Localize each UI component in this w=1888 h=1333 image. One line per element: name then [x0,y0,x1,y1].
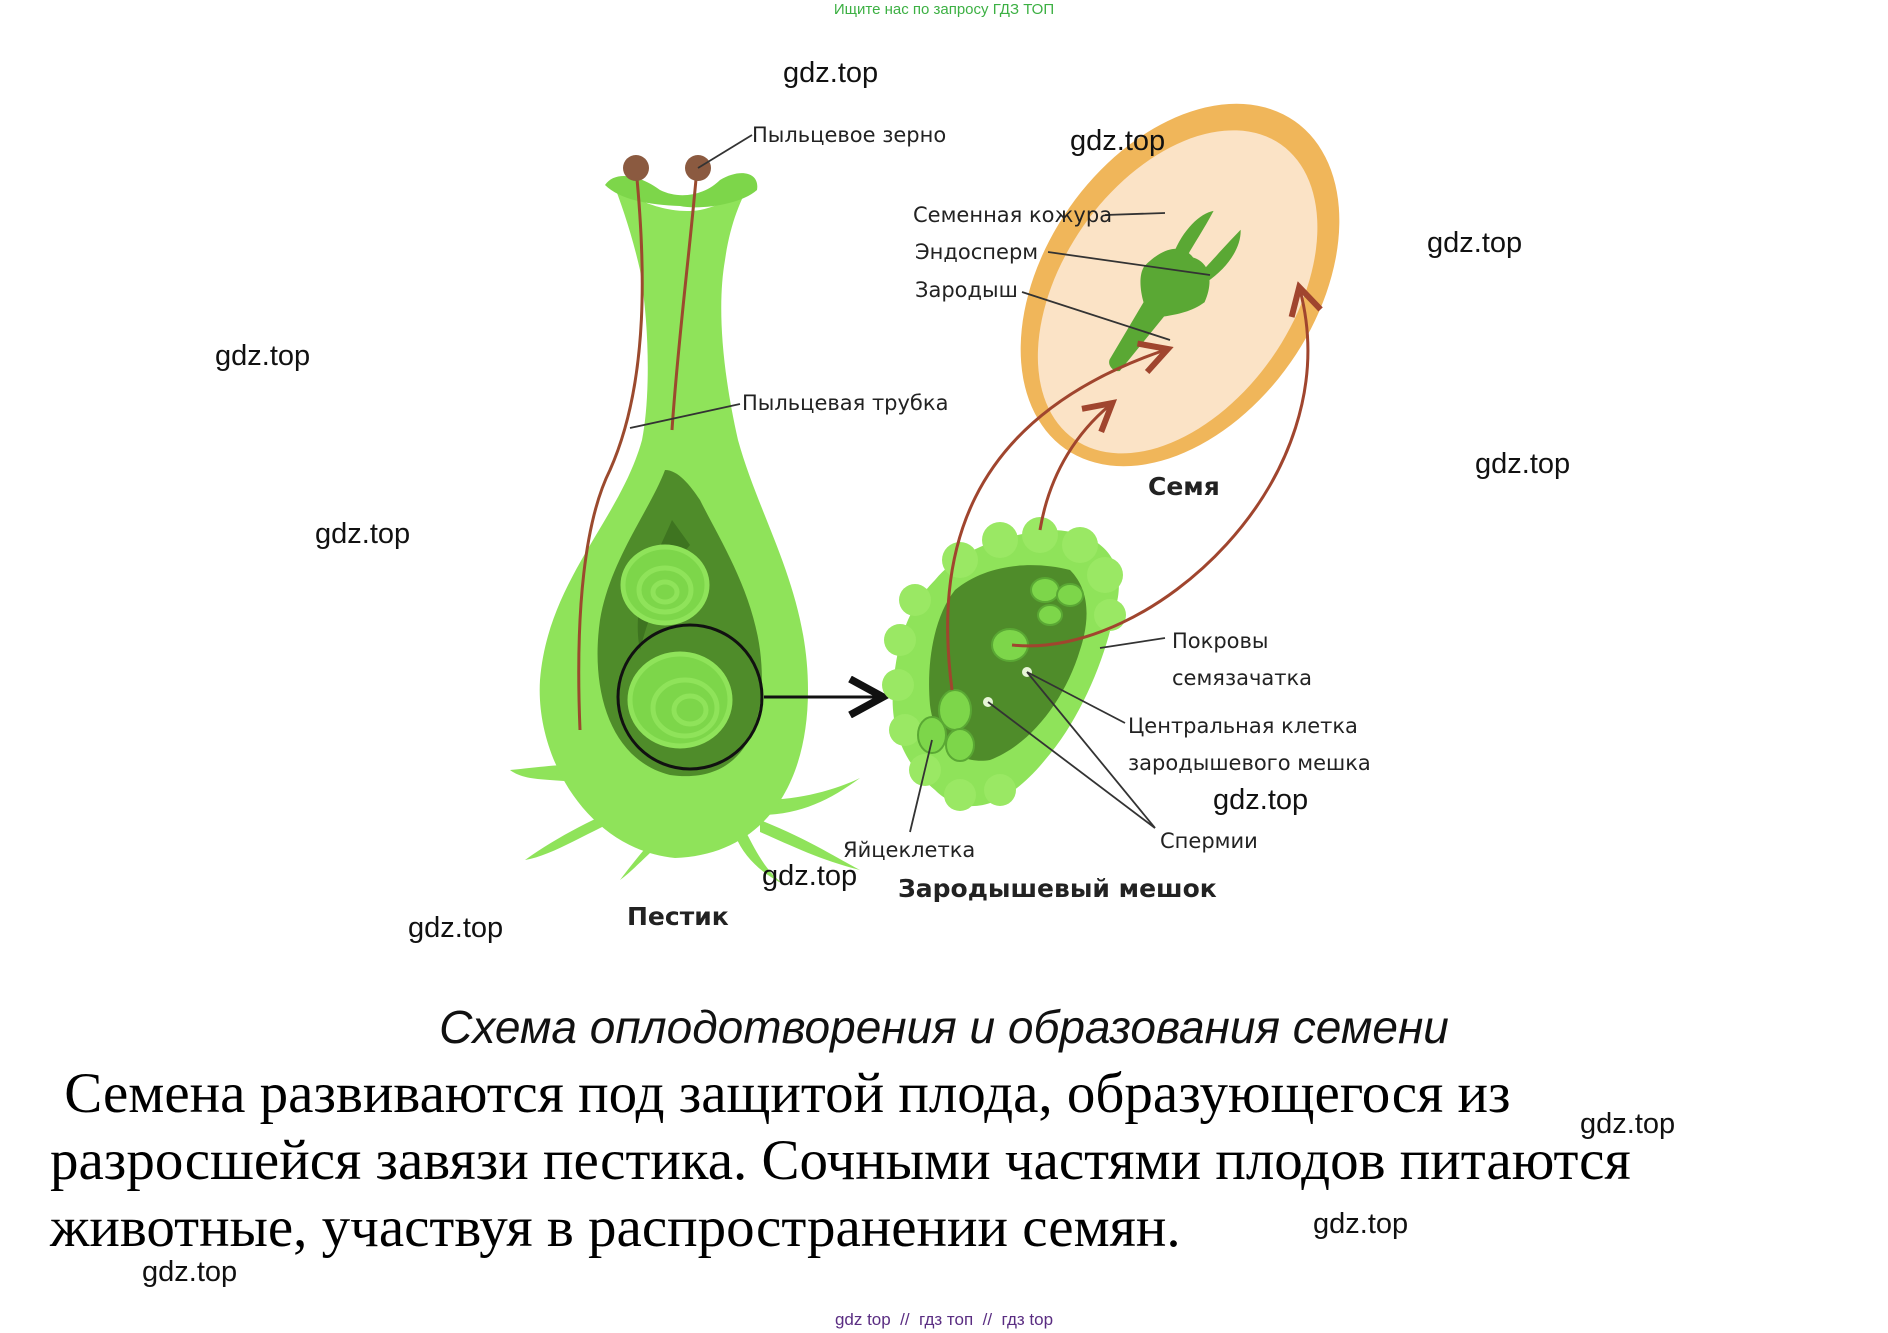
watermark: gdz.top [1580,1108,1676,1140]
watermark: gdz.top [1313,1208,1409,1240]
paragraph-line: разросшейся завязи пестика. Сочными част… [50,1129,1631,1192]
watermark: gdz.top [315,518,411,550]
pollen-tube-label: Пыльцевая трубка [742,391,948,415]
fertilization-diagram: Пыльцевое зерно Пыльцевая трубка Пестик … [510,103,1371,931]
watermark: gdz.top [142,1256,238,1288]
seed-coat-label: Семенная кожура [913,203,1112,227]
egg-cell-label: Яйцеклетка [843,838,975,862]
body-paragraph: Семена развиваются под защитой плода, об… [50,1060,1700,1261]
watermark: gdz.top [1475,448,1571,480]
watermark: gdz.top [1213,784,1309,816]
pistil-label: Пестик [627,902,729,931]
seed-label: Семя [1148,472,1220,501]
central-cell-label-2: зародышевого мешка [1128,751,1371,775]
pollen-grain-label: Пыльцевое зерно [752,123,946,147]
sperms-label: Спермии [1160,829,1258,853]
watermark: gdz.top [1070,125,1166,157]
endosperm-label: Эндосперм [915,240,1038,264]
integument-label-2: семязачатка [1172,666,1312,690]
seed [1020,103,1340,467]
central-cell-label-1: Центральная клетка [1128,714,1358,738]
watermark: gdz.top [783,57,879,89]
paragraph-line: животные, участвуя в распространении сем… [50,1196,1181,1259]
embryo-sac [882,517,1126,811]
paragraph-line: Семена развиваются под защитой плода, об… [50,1062,1511,1125]
leader-lines [629,134,1211,833]
pistil [510,155,880,885]
embryo-sac-label: Зародышевый мешок [898,874,1217,903]
watermark: gdz.top [215,340,311,372]
magnifier-circle [616,623,764,771]
watermark: gdz.top [1427,227,1523,259]
footer-links[interactable]: gdz top // гдз топ // гдз top [834,1310,1054,1329]
embryo-label: Зародыш [915,278,1018,302]
pollen-grain-left [623,155,649,181]
watermark: gdz.top [762,860,858,892]
integument-label-1: Покровы [1172,629,1268,653]
watermark: gdz.top [408,912,504,944]
figure-caption: Схема оплодотворения и образования семен… [439,1001,1449,1053]
search-banner[interactable]: Ищите нас по запросу ГДЗ ТОП [833,1,1055,18]
fertilization-arrows [946,290,1308,691]
